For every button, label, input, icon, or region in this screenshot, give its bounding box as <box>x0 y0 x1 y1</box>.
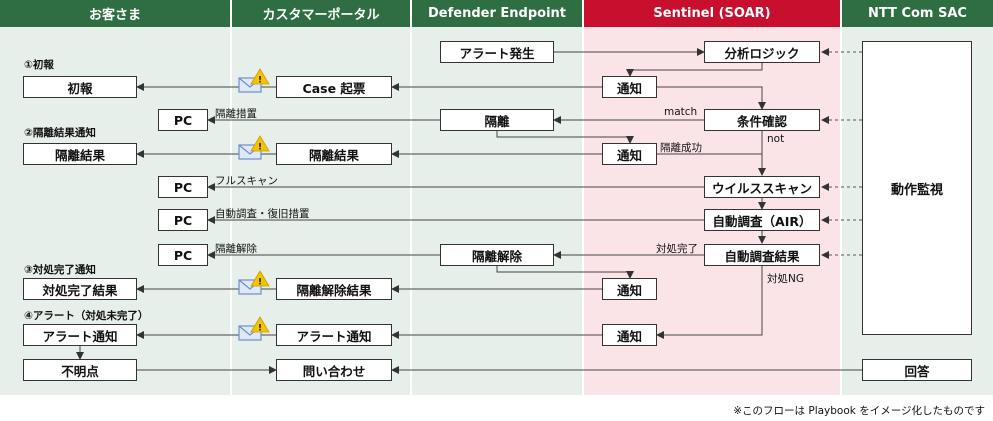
lane-header-customer: お客さま <box>0 0 230 27</box>
label-full-scan: フルスキャン <box>215 175 278 187</box>
first-report-box: 初報 <box>23 76 137 98</box>
mail-warning-icon: ! <box>238 270 270 295</box>
unisolation-result-box: 隔離解除結果 <box>276 278 392 300</box>
step-first-report: ①初報 <box>24 59 54 71</box>
svg-text:!: ! <box>258 324 262 334</box>
inquiry-box: 問い合わせ <box>276 359 392 381</box>
svg-text:!: ! <box>258 143 262 153</box>
analysis-logic-box: 分析ロジック <box>704 41 820 63</box>
label-not: not <box>767 133 785 145</box>
footnote: ※このフローは Playbook をイメージ化したものです <box>733 405 985 417</box>
mail-warning-icon: ! <box>238 316 270 341</box>
lane-defender-bg <box>412 27 582 395</box>
notify-box-1: 通知 <box>602 76 657 98</box>
svg-text:!: ! <box>258 76 262 86</box>
label-completed: 対処完了 <box>656 243 698 255</box>
mail-warning-icon: ! <box>238 68 270 93</box>
isolation-result-portal-box: 隔離結果 <box>276 143 392 165</box>
step-completion-notify: ③対処完了通知 <box>24 264 96 276</box>
lane-header-sentinel: Sentinel (SOAR) <box>584 0 840 27</box>
pc-box-isolate: PC <box>158 109 208 131</box>
notify-box-2: 通知 <box>602 143 657 165</box>
unisolate-box: 隔離解除 <box>440 244 554 266</box>
alert-notice-customer-box: アラート通知 <box>23 324 137 346</box>
auto-investigation-result-box: 自動調査結果 <box>704 244 820 266</box>
label-ng: 対処NG <box>767 273 804 285</box>
condition-check-box: 条件確認 <box>704 109 820 131</box>
answer-box: 回答 <box>862 359 972 381</box>
step-isolation-notify: ②隔離結果通知 <box>24 127 96 139</box>
alert-occurrence-box: アラート発生 <box>440 41 554 63</box>
isolation-result-customer-box: 隔離結果 <box>23 143 137 165</box>
pc-box-scan: PC <box>158 176 208 198</box>
operation-monitoring-box: 動作監視 <box>862 41 972 335</box>
step-alert-incomplete: ④アラート（対処未完了） <box>24 310 149 322</box>
virus-scan-box: ウイルススキャン <box>704 176 820 198</box>
label-match: match <box>664 106 698 118</box>
case-ticket-box: Case 起票 <box>276 76 392 98</box>
label-unisolate: 隔離解除 <box>215 243 257 255</box>
lane-header-portal: カスタマーポータル <box>232 0 410 27</box>
alert-notice-portal-box: アラート通知 <box>276 324 392 346</box>
mail-warning-icon: ! <box>238 135 270 160</box>
completion-result-box: 対処完了結果 <box>23 278 137 300</box>
auto-investigation-box: 自動調査（AIR） <box>704 209 820 231</box>
notify-box-4: 通知 <box>602 324 657 346</box>
label-isolation-measure: 隔離措置 <box>215 108 257 120</box>
pc-box-unisolate: PC <box>158 244 208 266</box>
svg-text:!: ! <box>258 278 262 288</box>
label-auto-restore: 自動調査・復旧措置 <box>215 208 310 220</box>
unclear-point-box: 不明点 <box>23 359 137 381</box>
pc-box-air: PC <box>158 209 208 231</box>
lane-header-sac: NTT Com SAC <box>842 0 993 27</box>
lane-header-defender: Defender Endpoint <box>412 0 582 27</box>
label-isolation-success: 隔離成功 <box>660 142 702 154</box>
isolate-box: 隔離 <box>440 109 554 131</box>
notify-box-3: 通知 <box>602 278 657 300</box>
